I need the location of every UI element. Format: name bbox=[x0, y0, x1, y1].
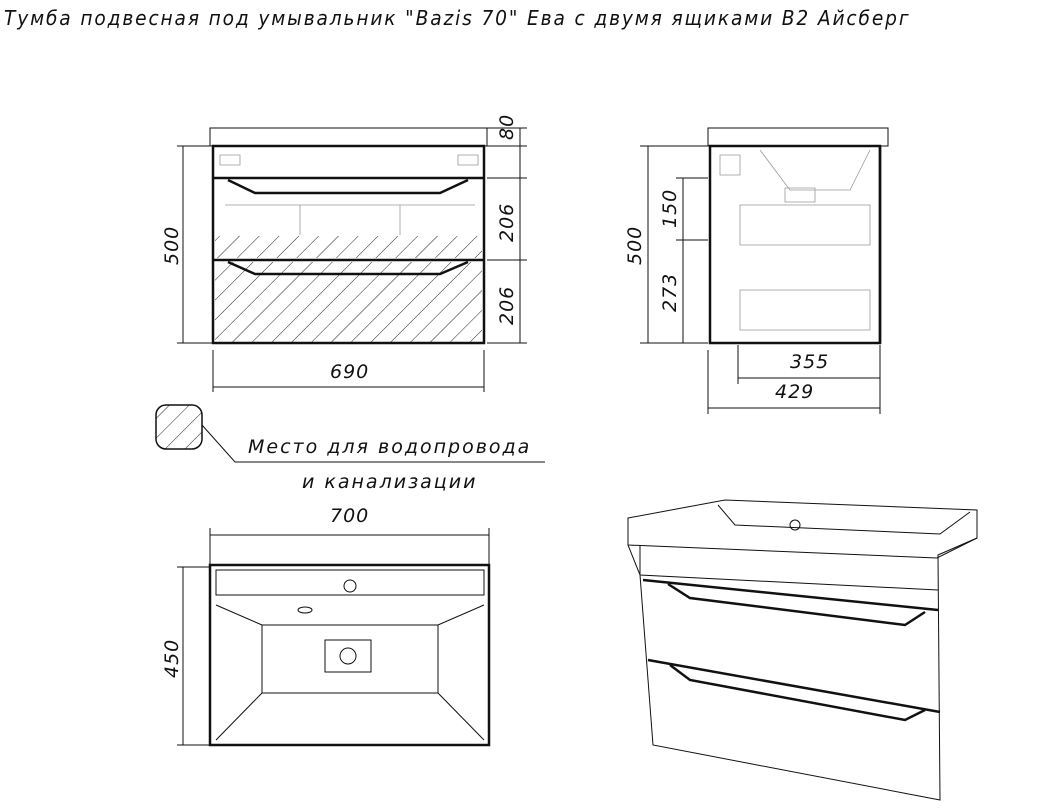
top-view: 700 450 bbox=[161, 505, 491, 747]
dim-top-depth: 450 bbox=[161, 639, 183, 678]
legend: Место для водопровода и канализации bbox=[155, 404, 545, 493]
isometric-view bbox=[627, 499, 978, 801]
dim-side-lower: 273 bbox=[659, 273, 681, 312]
dim-top-height: 80 bbox=[496, 114, 518, 140]
dim-side-depth-inner: 355 bbox=[790, 351, 829, 373]
dim-top-width: 700 bbox=[330, 505, 369, 527]
dim-side-height: 500 bbox=[624, 226, 646, 265]
dim-front-height: 500 bbox=[161, 226, 183, 265]
drawing-title: Тумба подвесная под умывальник "Bazis 70… bbox=[4, 6, 911, 30]
legend-line1: Место для водопровода bbox=[248, 436, 531, 458]
legend-line2: и канализации bbox=[302, 471, 477, 493]
hatch-swatch bbox=[155, 404, 203, 450]
dim-side-upper: 150 bbox=[659, 189, 681, 228]
front-view: 500 80 206 206 690 bbox=[161, 114, 527, 392]
side-view: 500 150 273 355 429 bbox=[624, 127, 889, 414]
dim-drawer1-height: 206 bbox=[496, 203, 518, 242]
dim-front-width: 690 bbox=[330, 361, 369, 383]
dim-side-depth: 429 bbox=[775, 381, 814, 403]
dim-drawer2-height: 206 bbox=[496, 286, 518, 325]
